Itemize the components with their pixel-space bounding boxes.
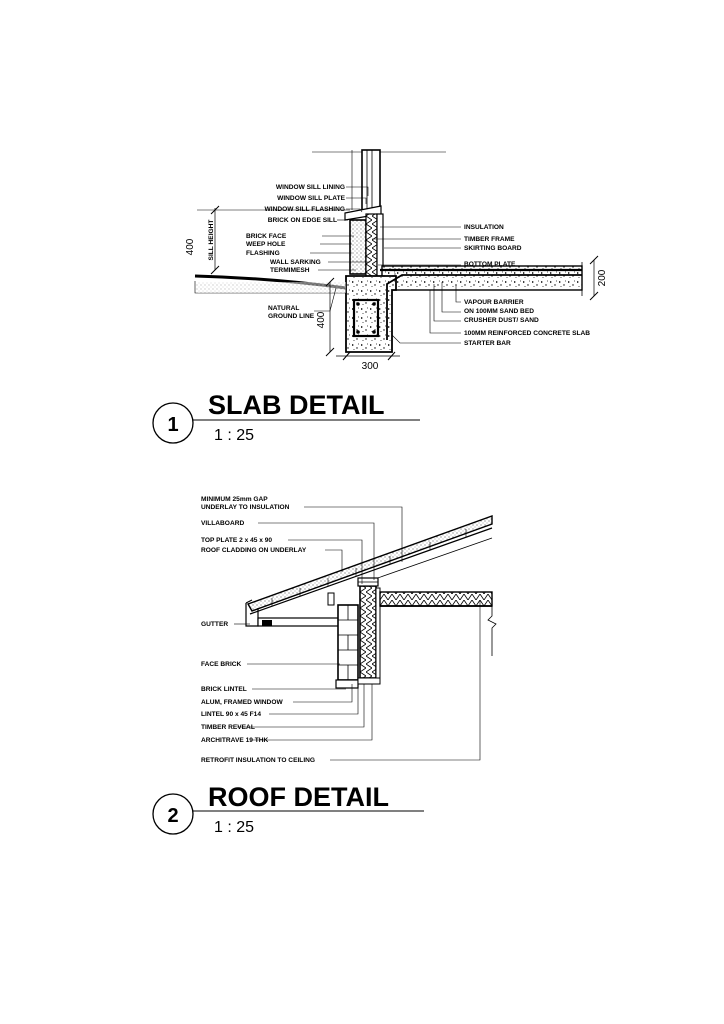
- roof-label-min-gap: MINIMUM 25mm GAP: [201, 496, 268, 503]
- roof-title: ROOF DETAIL: [208, 782, 389, 812]
- slab-label-window-sill-lining: WINDOW SILL LINING: [276, 184, 345, 191]
- roof-label-alum-window: ALUM, FRAMED WINDOW: [201, 699, 283, 706]
- roof-label-underlay: UNDERLAY TO INSULATION: [201, 504, 290, 511]
- slab-leaders-right: [372, 226, 461, 344]
- roof-scale: 1 : 25: [214, 819, 254, 836]
- slab-title-block: 1 SLAB DETAIL 1 : 25: [152, 390, 420, 444]
- slab-detail-drawing: [194, 149, 599, 361]
- roof-number: 2: [167, 805, 178, 827]
- slab-label-insulation: INSULATION: [464, 224, 504, 231]
- roof-label-brick-lintel: BRICK LINTEL: [201, 686, 247, 693]
- roof-number-circle: [152, 793, 194, 835]
- roof-title-block: 2 ROOF DETAIL 1 : 25: [152, 782, 424, 836]
- slab-number-circle: [152, 402, 194, 444]
- slab-scale: 1 : 25: [214, 427, 254, 444]
- slab-label-concrete-slab: 100MM REINFORCED CONCRETE SLAB: [464, 330, 590, 337]
- slab-dim-footing-depth: 400: [316, 311, 327, 328]
- slab-label-brick-on-edge-sill: BRICK ON EDGE SILL: [268, 217, 337, 224]
- slab-label-brick-face: BRICK FACE: [246, 233, 287, 240]
- slab-label-termimesh: TERMIMESH: [270, 267, 310, 274]
- roof-label-face-brick: FACE BRICK: [201, 661, 242, 668]
- roof-labels: MINIMUM 25mm GAP UNDERLAY TO INSULATION …: [201, 496, 315, 764]
- roof-label-roof-cladding: ROOF CLADDING ON UNDERLAY: [201, 547, 307, 554]
- slab-leaders-left: [310, 186, 370, 312]
- roof-label-architrave: ARCHITRAVE 19 THK: [201, 737, 269, 744]
- slab-label-wall-sarking: WALL SARKING: [270, 259, 321, 266]
- slab-title: SLAB DETAIL: [208, 390, 385, 420]
- slab-label-window-sill-flashing: WINDOW SILL FLASHING: [265, 206, 345, 213]
- slab-label-weep-hole: WEEP HOLE: [246, 241, 286, 248]
- roof-label-gutter: GUTTER: [201, 621, 228, 628]
- slab-label-skirting-board: SKIRTING BOARD: [464, 245, 522, 252]
- roof-label-retrofit-insulation: RETROFIT INSULATION TO CEILING: [201, 757, 315, 764]
- slab-label-ground-line: GROUND LINE: [268, 313, 315, 320]
- roof-detail-drawing: [234, 506, 497, 761]
- slab-dim-sill: 400: [185, 238, 196, 255]
- roof-leaders: [234, 506, 481, 761]
- slab-label-timber-frame: TIMBER FRAME: [464, 236, 515, 243]
- slab-dim-footing-width: 300: [362, 361, 379, 372]
- roof-label-villaboard: VILLABOARD: [201, 520, 244, 527]
- roof-label-top-plate: TOP PLATE 2 x 45 x 90: [201, 537, 272, 544]
- slab-label-sand-bed: ON 100MM SAND BED: [464, 308, 534, 315]
- slab-label-natural: NATURAL: [268, 305, 299, 312]
- slab-label-crusher-dust: CRUSHER DUST/ SAND: [464, 317, 539, 324]
- slab-labels-left: WINDOW SILL LINING WINDOW SILL PLATE WIN…: [246, 184, 346, 320]
- slab-label-bottom-plate: BOTTOM PLATE: [464, 261, 516, 268]
- roof-label-lintel: LINTEL 90 x 45 F14: [201, 711, 261, 718]
- slab-label-window-sill-plate: WINDOW SILL PLATE: [277, 195, 345, 202]
- slab-dim-slab: 200: [597, 269, 608, 286]
- slab-label-flashing: FLASHING: [246, 250, 280, 257]
- slab-sill-height-label: SILL HEIGHT: [208, 220, 215, 261]
- slab-number: 1: [167, 414, 178, 436]
- slab-label-starter-bar: STARTER BAR: [464, 340, 511, 347]
- roof-label-timber-reveal: TIMBER REVEAL: [201, 724, 255, 731]
- slab-labels-right: INSULATION TIMBER FRAME SKIRTING BOARD B…: [464, 224, 590, 347]
- slab-label-vapour-barrier: VAPOUR BARRIER: [464, 299, 524, 306]
